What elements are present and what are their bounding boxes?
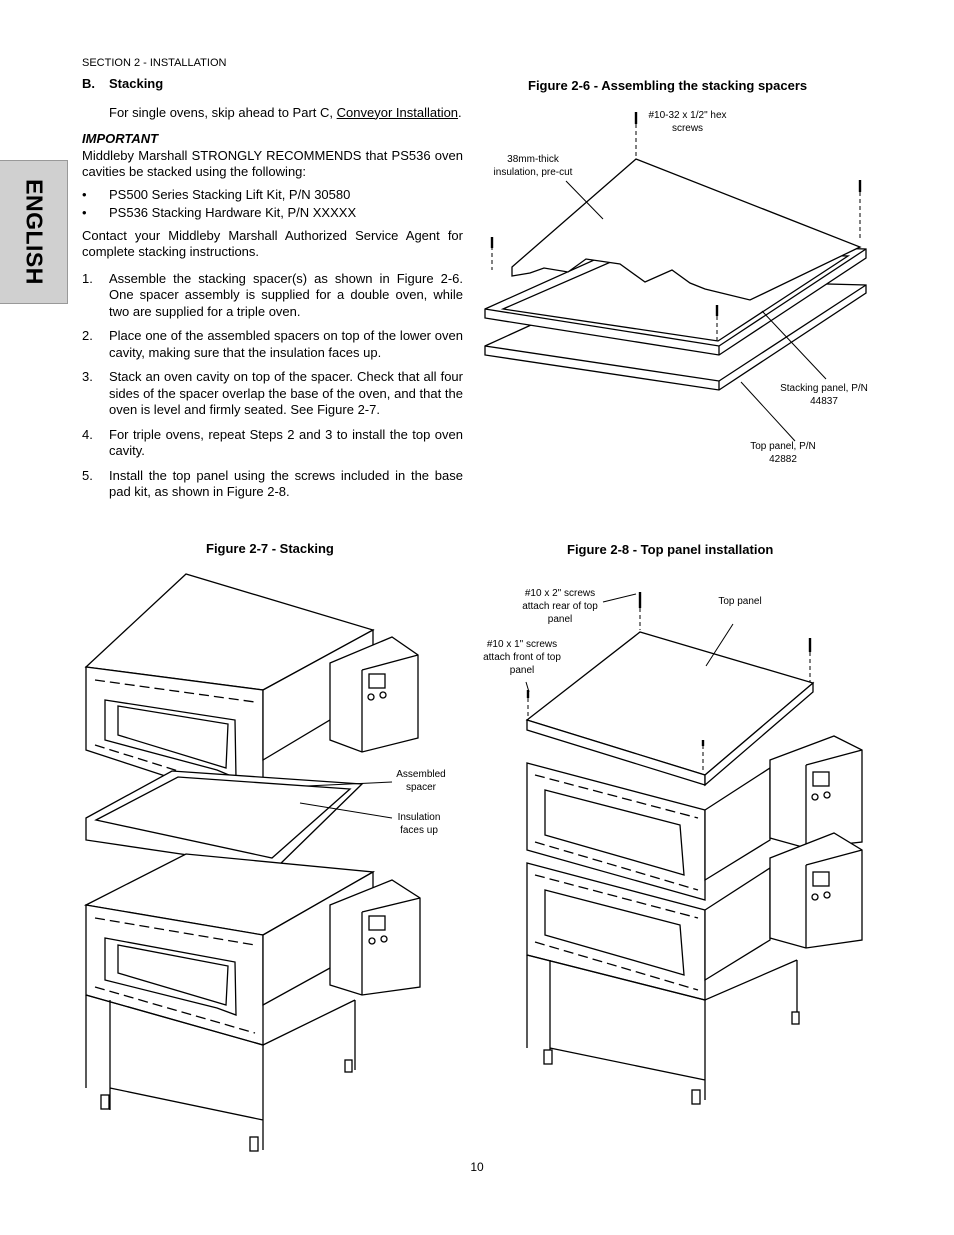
- intro-text: For single ovens, skip ahead to Part C,: [109, 104, 334, 120]
- important-text: Middleby Marshall STRONGLY RECOMMENDS th…: [82, 147, 463, 180]
- top-panel-label: Top panel, P/N 42882: [750, 441, 816, 465]
- step-number: 2.: [82, 328, 93, 343]
- top-panel-label-2: Top panel: [718, 596, 762, 607]
- stacking-panel-label: Stacking panel, P/N 44837: [780, 383, 868, 407]
- assembled-spacer-label: Assembled spacer: [396, 769, 446, 793]
- bullet-text: PS500 Series Stacking Lift Kit, P/N 3058…: [109, 186, 351, 202]
- step-item: 3. Stack an oven cavity on top of the spa…: [82, 369, 463, 419]
- section-title: Stacking: [109, 76, 164, 91]
- intro-paragraph: For single ovens, skip ahead to Part C, …: [109, 105, 463, 122]
- rear-screws-label: #10 x 2" screws attach rear of top panel: [522, 588, 598, 625]
- step-text: Place one of the assembled spacers on to…: [109, 328, 463, 360]
- conveyor-installation-link[interactable]: Conveyor Installation: [336, 104, 459, 120]
- step-number: 5.: [82, 467, 93, 483]
- insulation-faces-up-label: Insulation faces up: [397, 812, 441, 836]
- language-tab-label: ENGLISH: [21, 179, 47, 285]
- bullet-mark: •: [82, 186, 87, 202]
- page-number: 10: [470, 1160, 484, 1174]
- step-text: For triple ovens, repeat Steps 2 and 3 t…: [109, 426, 463, 459]
- step-item: 1. Assemble the stacking spacer(s) as sho…: [82, 271, 463, 321]
- stacking-instructions: B. Stacking For single ovens, skip ahead…: [82, 76, 463, 509]
- figure-2-8-caption: Figure 2-8 - Top panel installation: [567, 542, 774, 557]
- insulation-label: 38mm-thick insulation, pre-cut: [493, 154, 573, 178]
- language-tab: ENGLISH: [0, 160, 68, 304]
- figure-2-7-caption: Figure 2-7 - Stacking: [206, 541, 334, 556]
- bullet-text: PS536 Stacking Hardware Kit, P/N XXXXX: [109, 205, 357, 220]
- bullet-item: • PS536 Stacking Hardware Kit, P/N XXXXX: [82, 205, 463, 222]
- front-screws-label: #10 x 1" screws attach front of top pane…: [483, 639, 561, 676]
- step-text: Stack an oven cavity on top of the space…: [109, 369, 463, 417]
- step-number: 4.: [82, 426, 93, 442]
- step-item: 5. Install the top panel using the screws…: [82, 468, 463, 501]
- important-label: IMPORTANT: [82, 131, 159, 146]
- section-label: SECTION 2 - INSTALLATION: [82, 57, 227, 69]
- step-item: 4. For triple ovens, repeat Steps 2 and 3…: [82, 427, 463, 460]
- step-text: Assemble the stacking spacer(s) as shown…: [109, 270, 463, 319]
- contact-paragraph: Contact your Middleby Marshall Authorize…: [82, 227, 463, 260]
- step-text: Install the top panel using the screws i…: [109, 467, 463, 500]
- figure-2-6-caption: Figure 2-6 - Assembling the stacking spa…: [528, 78, 808, 93]
- section-letter: B.: [82, 76, 95, 91]
- step-item: 2. Place one of the assembled spacers on …: [82, 328, 463, 361]
- step-number: 1.: [82, 270, 93, 286]
- hex-screws-label: #10-32 x 1/2" hex screws: [648, 110, 727, 134]
- step-number: 3.: [82, 369, 93, 384]
- intro-end: .: [458, 104, 462, 120]
- section-heading: B. Stacking: [82, 76, 463, 93]
- bullet-mark: •: [82, 205, 87, 220]
- bullet-item: • PS500 Series Stacking Lift Kit, P/N 305…: [82, 187, 463, 204]
